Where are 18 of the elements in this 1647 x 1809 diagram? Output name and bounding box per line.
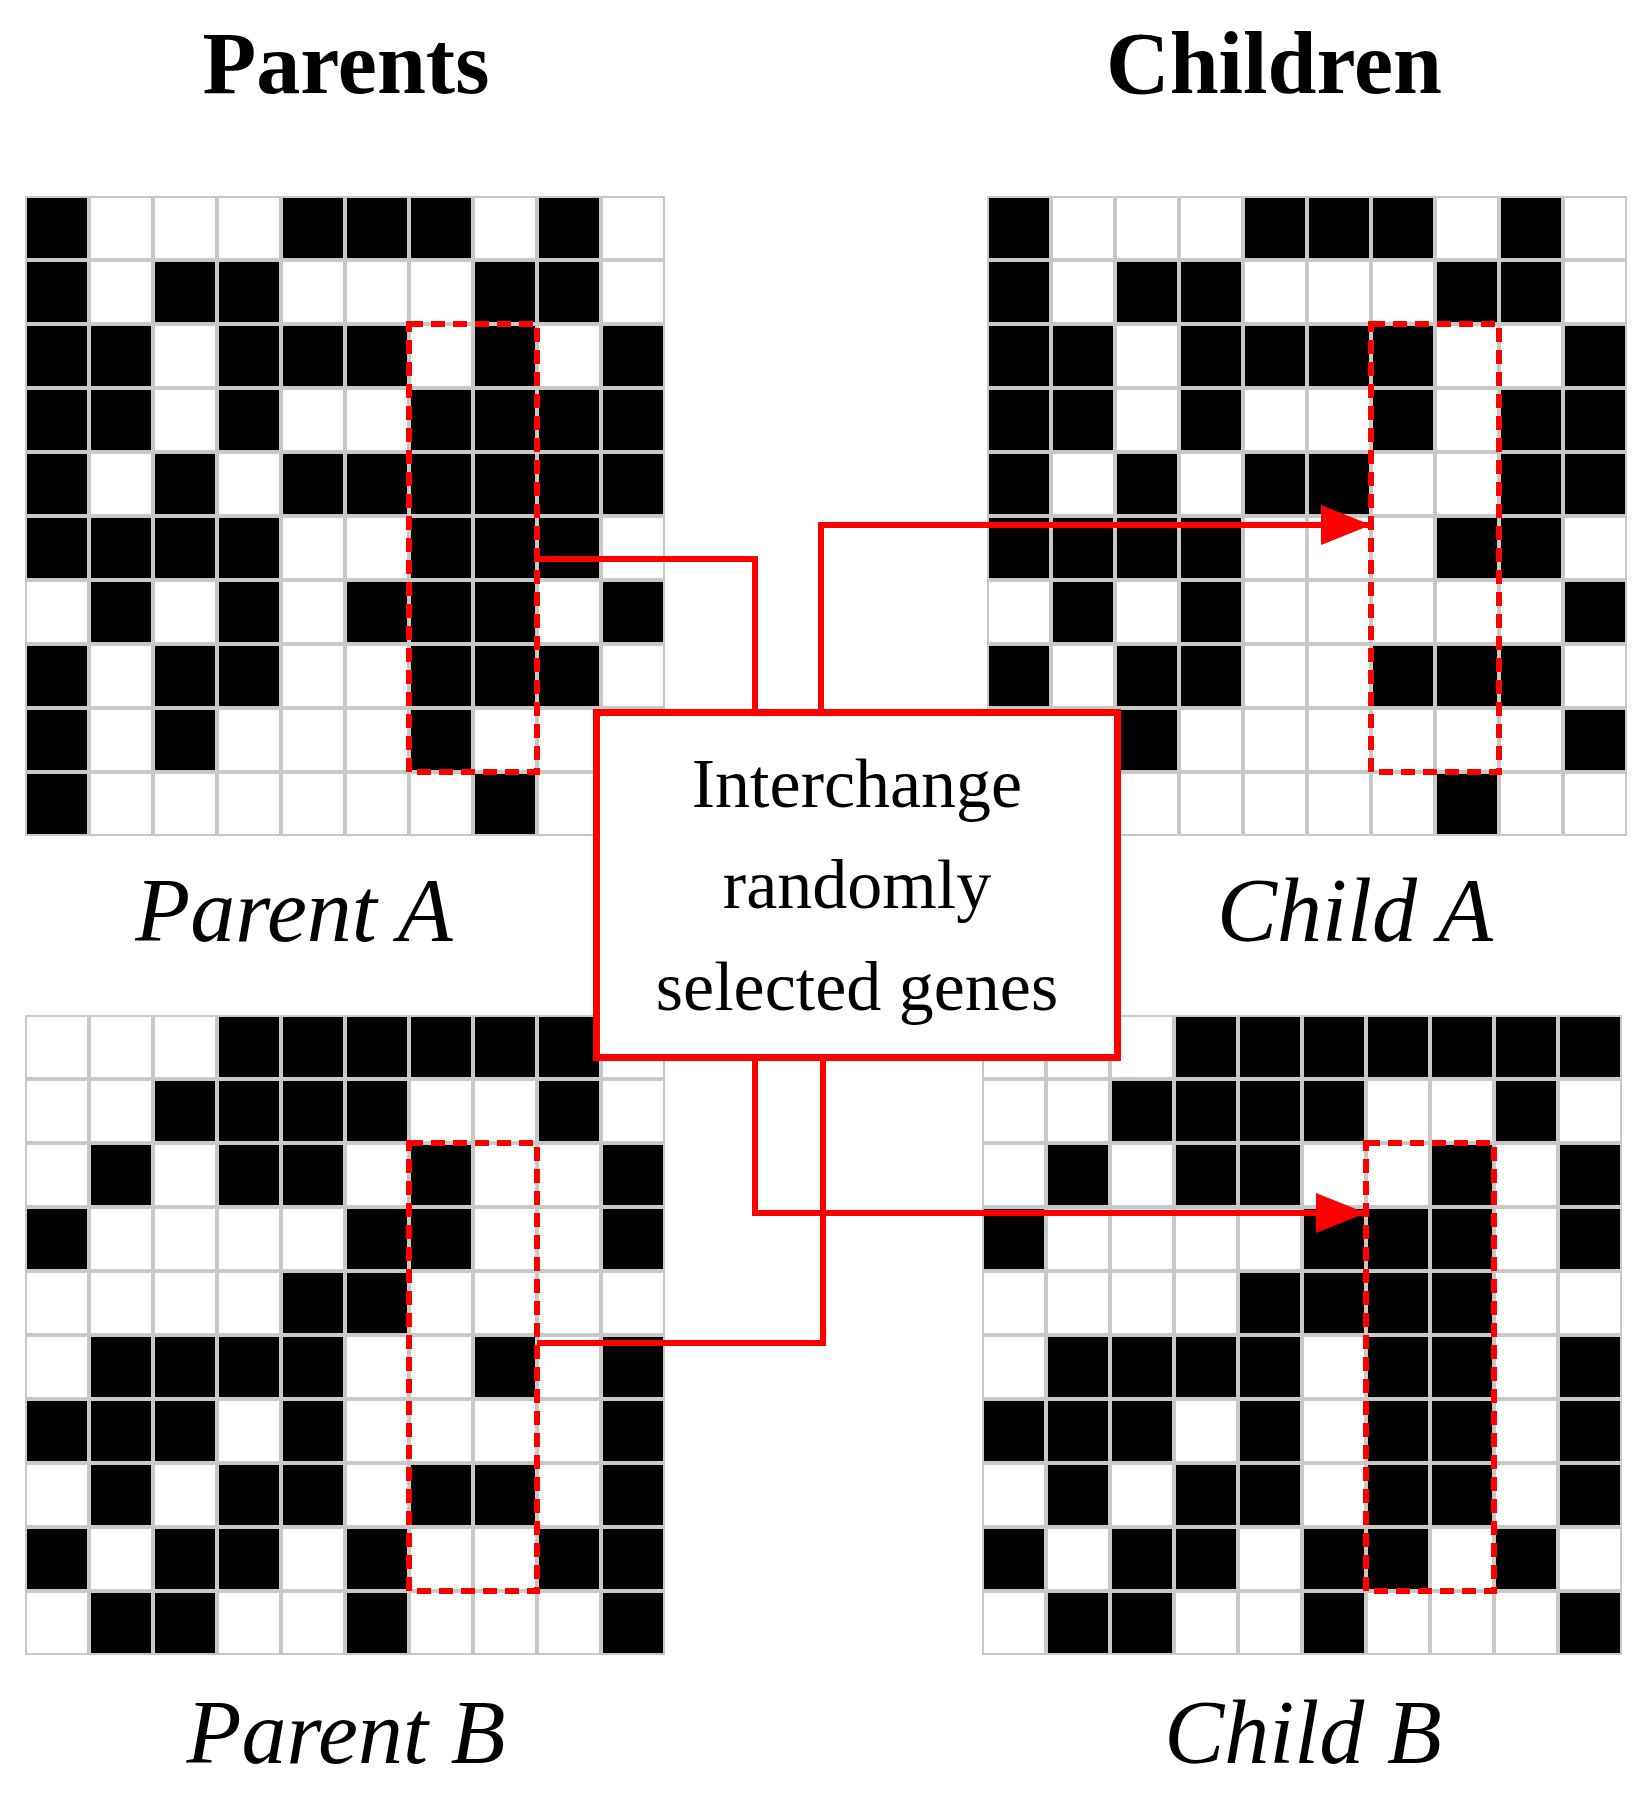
column-heading: Children [1106, 20, 1442, 108]
pixel-grid-drawing [25, 196, 665, 836]
dashed-selection-rect [1368, 321, 1502, 775]
arrow [818, 505, 1371, 709]
dashed-selection-rect [406, 321, 540, 775]
connector-line [537, 556, 758, 709]
grid-caption: Child B [1164, 1688, 1442, 1778]
dashed-selection-rect [1363, 1140, 1497, 1594]
process-box [593, 709, 1121, 1061]
pixel-grid-drawing [25, 1015, 665, 1655]
grid-caption: Child A [1217, 866, 1493, 956]
dashed-selection-rect [406, 1140, 540, 1594]
grid-caption: Parent A [135, 866, 453, 956]
process-text: Interchange randomly selected genes [654, 743, 1060, 1027]
connector-line [537, 1061, 826, 1346]
arrow [752, 1061, 1366, 1233]
column-heading: Parents [202, 20, 490, 108]
grid-caption: Parent B [186, 1688, 506, 1778]
